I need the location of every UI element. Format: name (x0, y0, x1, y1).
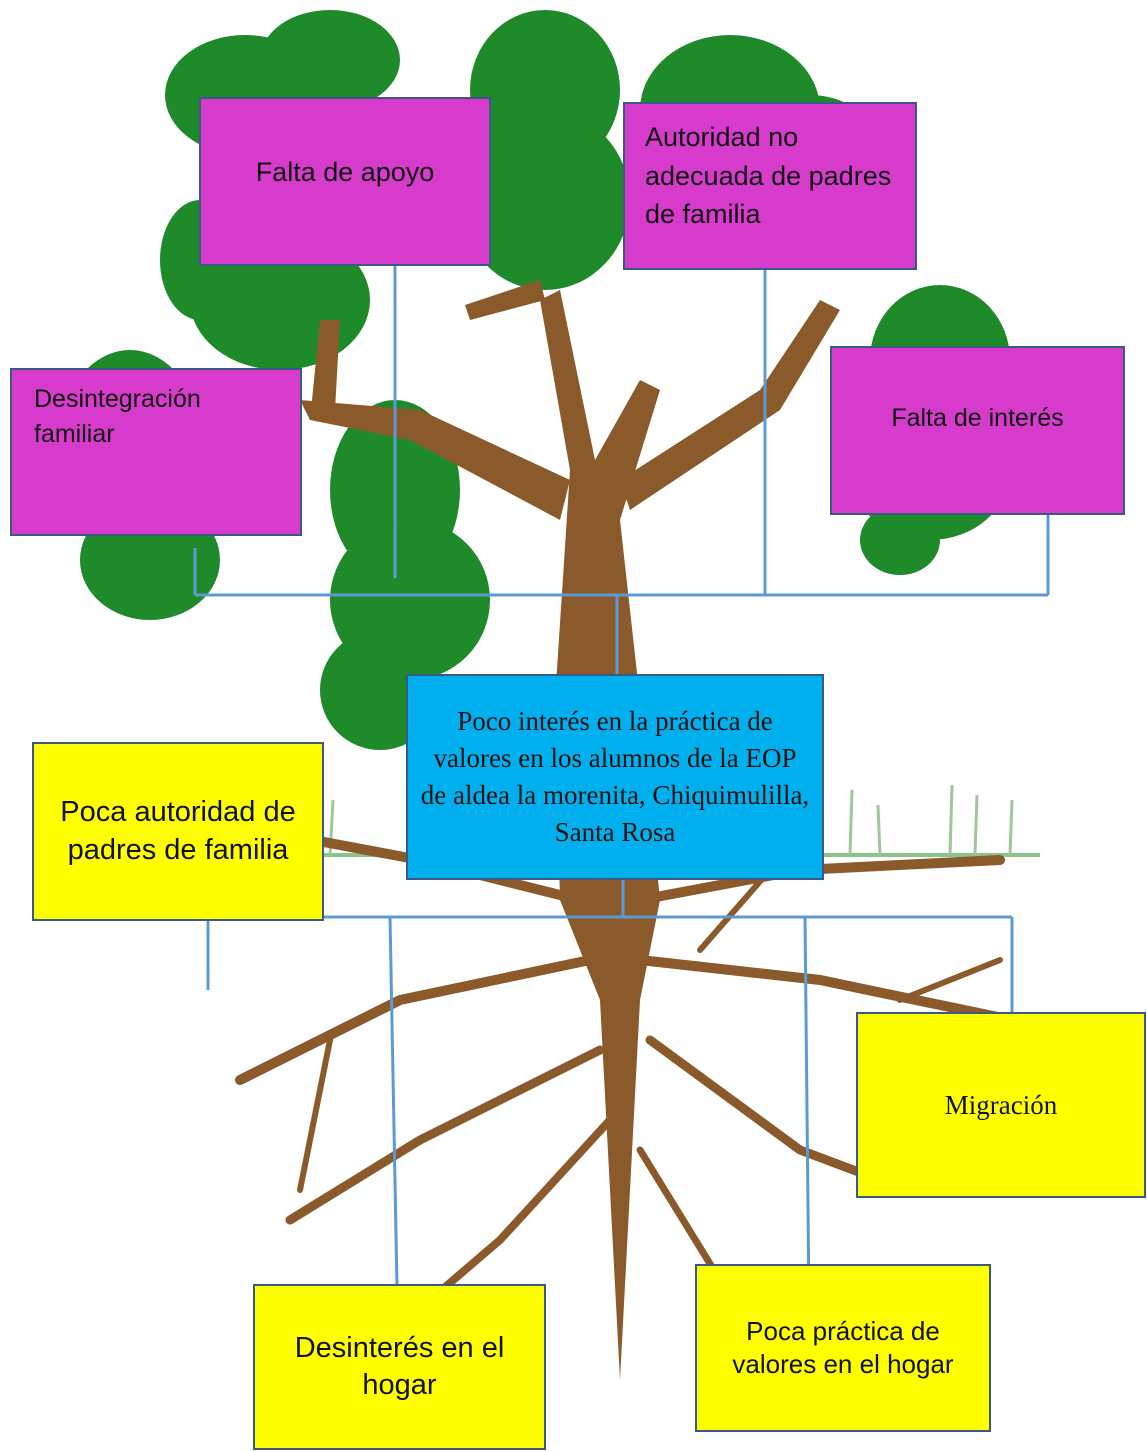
cause-label: Desinterés en el hogar (294, 1331, 505, 1401)
effect-box-desintegracion-familiar: Desintegración familiar (10, 368, 302, 536)
effect-label: Falta de apoyo (255, 157, 435, 187)
cause-label: Poca práctica de valores en el hogar (732, 1315, 954, 1379)
cause-box-poca-practica: Poca práctica de valores en el hogar (695, 1264, 991, 1432)
problem-label: Poco interés en la práctica de valores e… (420, 705, 810, 848)
cause-label: Poca autoridad de padres de familia (60, 796, 296, 866)
cause-box-poca-autoridad: Poca autoridad de padres de familia (32, 742, 324, 921)
problem-box: Poco interés en la práctica de valores e… (406, 674, 824, 880)
effect-label: Falta de interés (891, 404, 1064, 432)
cause-label: Migración (944, 1089, 1058, 1120)
connectors (193, 265, 1050, 1401)
effect-box-autoridad-no-adecuada: Autoridad no adecuada de padres de famil… (623, 102, 917, 270)
effect-label: Desintegración familiar (34, 385, 201, 448)
cause-box-migracion: Migración (856, 1012, 1146, 1198)
cause-box-desinteres-hogar: Desinterés en el hogar (253, 1284, 546, 1450)
effect-box-falta-interes: Falta de interés (830, 346, 1125, 515)
effect-box-falta-apoyo: Falta de apoyo (199, 97, 491, 266)
effect-label: Autoridad no adecuada de padres de famil… (645, 122, 892, 230)
